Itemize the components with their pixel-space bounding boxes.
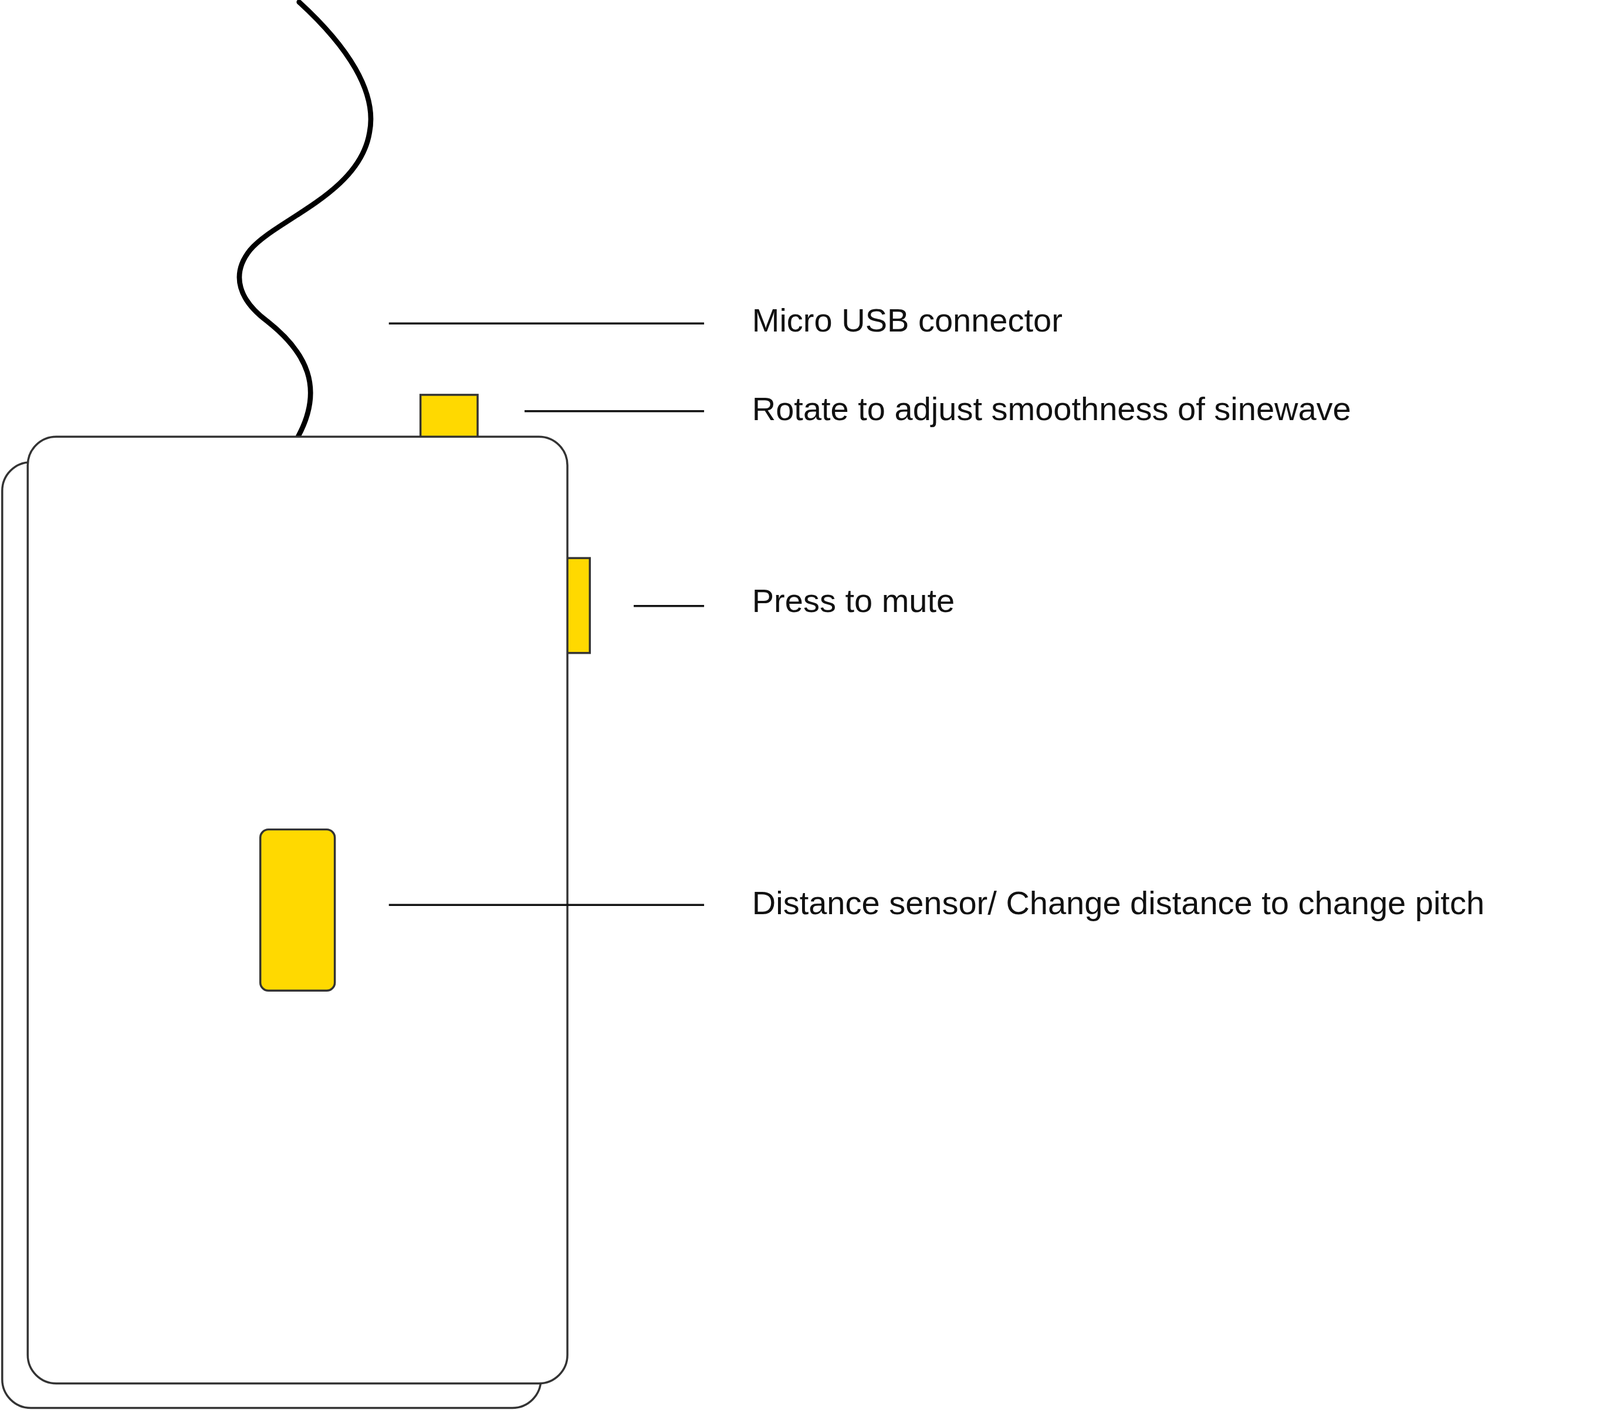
usb-cable: [239, 1, 371, 437]
smoothness-knob: [420, 394, 478, 438]
callout-label: Micro USB connector: [752, 301, 1063, 340]
callout-label: Distance sensor/ Change distance to chan…: [752, 884, 1485, 922]
callout-label: Rotate to adjust smoothness of sinewave: [752, 390, 1352, 428]
housing-front: [27, 436, 568, 1384]
callout-label: Press to mute: [752, 582, 955, 620]
leader-line: [388, 322, 705, 324]
leader-line: [524, 410, 705, 412]
leader-line: [633, 604, 705, 607]
distance-sensor: [260, 829, 336, 991]
leader-line: [388, 904, 705, 906]
